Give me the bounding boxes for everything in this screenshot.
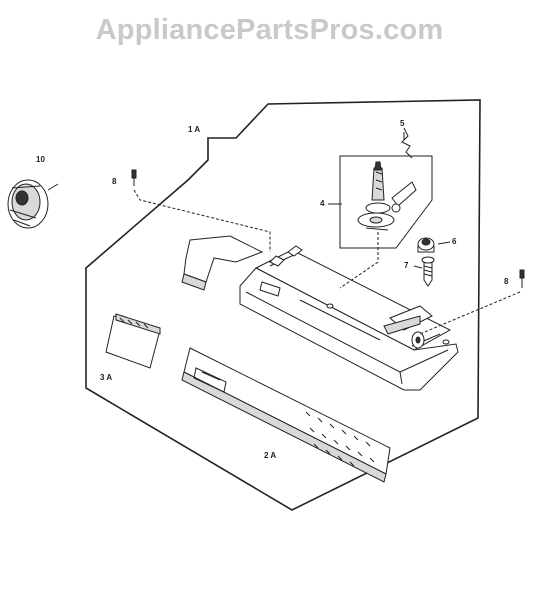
label-4: 4 — [320, 199, 325, 208]
part-7-screw — [421, 256, 435, 287]
label-10: 10 — [36, 155, 45, 164]
label-7: 7 — [404, 261, 409, 270]
label-8-left: 8 — [112, 177, 117, 186]
label-3a: 3 A — [100, 373, 112, 382]
dashed-leader-4 — [339, 232, 379, 289]
part-6-nut — [417, 237, 435, 253]
part-4-subassembly-box — [339, 155, 433, 249]
label-2a: 2 A — [264, 451, 276, 460]
leader-6 — [437, 241, 451, 245]
dashed-leader-8-right — [419, 291, 521, 335]
label-5: 5 — [400, 119, 405, 128]
part-5-spring — [401, 127, 413, 159]
part-8-screw-right — [519, 269, 525, 288]
part-10-knob — [7, 179, 59, 229]
part-8-screw-left — [131, 169, 137, 186]
label-1a: 1 A — [188, 125, 200, 134]
label-8-right: 8 — [504, 277, 509, 286]
dashed-leader-8-left — [133, 189, 271, 252]
leader-7 — [413, 265, 423, 269]
watermark: AppliancePartsPros.com — [95, 14, 444, 46]
main-housing — [181, 235, 459, 391]
part-2a-control-panel — [181, 347, 391, 483]
part-3a-insert — [105, 313, 161, 369]
part-4-spindle — [357, 161, 417, 231]
label-6: 6 — [452, 237, 457, 246]
